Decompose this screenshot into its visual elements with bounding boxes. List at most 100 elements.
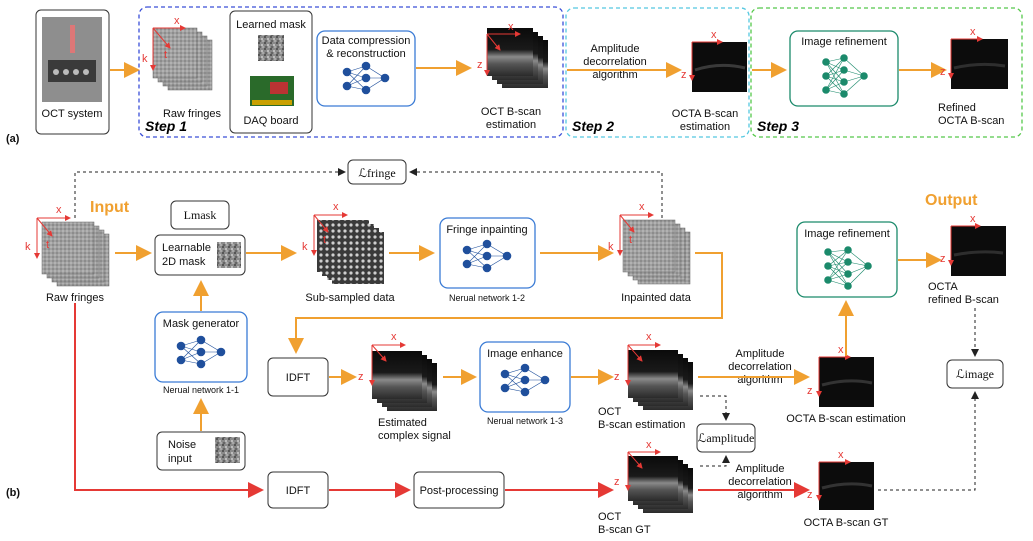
- nn-icon-blue-a: [342, 61, 390, 95]
- svg-text:x: x: [646, 331, 652, 343]
- limage-label: ℒimage: [956, 367, 994, 381]
- data-compression-label-1: Data compression: [322, 35, 411, 47]
- svg-text:x: x: [508, 21, 514, 33]
- svg-text:x: x: [391, 331, 397, 343]
- svg-text:z: z: [477, 59, 483, 71]
- svg-text:z: z: [614, 476, 620, 488]
- svg-text:k: k: [302, 241, 308, 253]
- octa-refined-label-1: OCTA: [928, 281, 958, 293]
- oct-bscan-est-label-b-2: B-scan estimation: [598, 419, 685, 431]
- step1-region: [138, 6, 564, 138]
- svg-text:x: x: [333, 201, 339, 213]
- svg-text:x: x: [711, 29, 717, 41]
- part-b: Input Output ℒfringe x k t Raw fringes L…: [6, 159, 1006, 536]
- amp-label-a-3: algorithm: [592, 69, 637, 81]
- oct-bscan-est-label-a-2: estimation: [486, 119, 536, 131]
- inpainted-label: Inpainted data: [621, 292, 692, 304]
- octa-refined-label-2: refined B-scan: [928, 294, 999, 306]
- daq-board-label: DAQ board: [243, 115, 298, 127]
- oct-gt-label-1: OCT: [598, 511, 622, 523]
- input-label: Input: [90, 199, 130, 216]
- idft-box: [267, 357, 329, 397]
- idft-label: IDFT: [286, 372, 311, 384]
- svg-text:z: z: [614, 371, 620, 383]
- lfringe-box: [347, 159, 407, 185]
- oct-gt-label-2: B-scan GT: [598, 524, 651, 536]
- raw-fringes-stack-b: [41, 221, 110, 287]
- output-label: Output: [925, 192, 978, 209]
- raw-fringes-label-a: Raw fringes: [163, 108, 222, 120]
- svg-text:x: x: [970, 26, 976, 38]
- subsampled-stack: [317, 220, 384, 284]
- lamplitude-label: ℒamplitude: [698, 431, 755, 445]
- post-processing-box: [413, 471, 505, 509]
- learnable-mask-image: [217, 242, 241, 268]
- nn-icon-blue-b2: [176, 335, 226, 369]
- svg-text:t: t: [323, 234, 326, 246]
- svg-text:z: z: [807, 385, 813, 397]
- noise-label-1: Noise: [168, 439, 196, 451]
- part-a: OCT system Step 1 x k t Raw fringes Lear…: [6, 6, 1023, 145]
- octa-bscan-est-label-a-2: estimation: [680, 121, 730, 133]
- learned-mask-image: [258, 35, 284, 61]
- svg-text:x: x: [639, 201, 645, 213]
- svg-text:t: t: [164, 49, 167, 61]
- lmask-label: Lmask: [184, 208, 217, 222]
- svg-text:z: z: [358, 371, 364, 383]
- lfringe-label: ℒfringe: [358, 166, 395, 180]
- svg-text:x: x: [838, 344, 844, 356]
- step1-label: Step 1: [145, 118, 187, 134]
- mask-generator-label: Mask generator: [163, 318, 240, 330]
- est-complex-label-2: complex signal: [378, 430, 451, 442]
- nn13-label: Nerual network 1-3: [487, 416, 563, 426]
- nn11-label: Nerual network 1-1: [163, 385, 239, 395]
- nn-icon-green-b: [824, 246, 872, 290]
- inpainted-stack: [622, 219, 691, 285]
- amp-label-b-2: decorrelation: [728, 361, 792, 373]
- limage-box: [946, 359, 1004, 389]
- svg-text:z: z: [807, 489, 813, 501]
- svg-text:z: z: [940, 66, 946, 78]
- amp2-label-2: decorrelation: [728, 476, 792, 488]
- svg-text:x: x: [838, 449, 844, 461]
- oct-bscan-est-label-a-1: OCT B-scan: [481, 106, 541, 118]
- post-processing-label: Post-processing: [420, 485, 499, 497]
- oct-system-label: OCT system: [42, 108, 103, 120]
- nn12-label: Nerual network 1-2: [449, 293, 525, 303]
- fringe-inpainting-label: Fringe inpainting: [446, 224, 527, 236]
- amp2-label-1: Amplitude: [736, 463, 785, 475]
- oct-bscan-est-label-b-1: OCT: [598, 406, 622, 418]
- subsampled-label: Sub-sampled data: [305, 292, 395, 304]
- svg-text:k: k: [25, 241, 31, 253]
- nn-icon-blue-b1: [462, 239, 512, 273]
- amp-label-a-1: Amplitude: [591, 43, 640, 55]
- part-b-label: (b): [6, 487, 20, 499]
- image-refinement-label-b: Image refinement: [804, 228, 890, 240]
- svg-text:z: z: [940, 253, 946, 265]
- svg-text:k: k: [142, 53, 148, 65]
- step2-label: Step 2: [572, 118, 614, 134]
- svg-text:x: x: [646, 439, 652, 451]
- step3-label: Step 3: [757, 118, 799, 134]
- svg-text:x: x: [970, 213, 976, 225]
- svg-text:z: z: [681, 69, 687, 81]
- image-refinement-label-a: Image refinement: [801, 36, 887, 48]
- svg-text:t: t: [46, 239, 49, 251]
- raw-fringes-stack-a: [152, 27, 213, 91]
- mask-generator-box: [154, 311, 248, 383]
- octa-gt-label: OCTA B-scan GT: [804, 517, 889, 529]
- octa-bscan-est-label-a-1: OCTA B-scan: [672, 108, 738, 120]
- lmask-box: [170, 200, 230, 230]
- data-compression-label-2: & reconstruction: [326, 48, 405, 60]
- svg-text:x: x: [56, 204, 62, 216]
- svg-text:t: t: [629, 234, 632, 246]
- refined-label-a-1: Refined: [938, 102, 976, 114]
- amp-label-a-2: decorrelation: [583, 56, 647, 68]
- oct-bscan-est-stack-b: [628, 350, 693, 410]
- learned-mask-label: Learned mask: [236, 19, 306, 31]
- idft2-box: [267, 471, 329, 509]
- nn-icon-blue-b3: [500, 363, 550, 397]
- raw-fringes-label-b: Raw fringes: [46, 292, 105, 304]
- noise-label-2: input: [168, 453, 192, 465]
